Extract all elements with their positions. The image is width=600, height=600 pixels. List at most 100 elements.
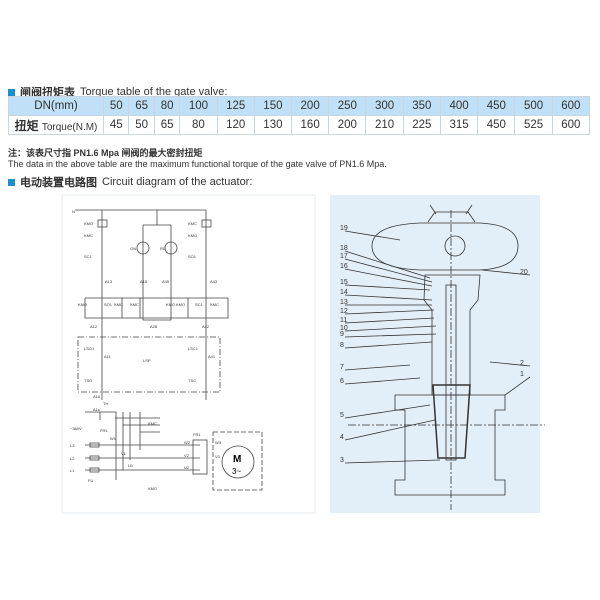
part-number-label: 11 xyxy=(340,317,347,324)
torque-header: 扭矩 Torque(N.M) xyxy=(8,115,104,135)
circuit-label: RD xyxy=(160,246,166,251)
circuit-label: U1 xyxy=(128,463,134,468)
circuit-label: L2 xyxy=(70,456,75,461)
title-cn: 电动装置电路图 xyxy=(20,177,97,189)
circuit-label: SO1 xyxy=(104,302,113,307)
part-number-label: 2 xyxy=(520,360,524,367)
dn-header: DN(mm) xyxy=(8,96,104,116)
circuit-label: FU xyxy=(88,478,93,483)
circuit-label: LSO1 xyxy=(84,346,95,351)
circuit-label: GN xyxy=(130,246,136,251)
motor-phase-label: 3~ xyxy=(232,467,241,476)
title-en: Circuit diagram of the actuator: xyxy=(102,176,253,188)
circuit-label: A11 xyxy=(104,354,112,359)
circuit-label: L1 xyxy=(70,468,75,473)
circuit-label: KMO xyxy=(84,221,93,226)
torque-cell: 525 xyxy=(514,115,553,135)
circuit-section-title: 电动装置电路图 Circuit diagram of the actuator: xyxy=(8,174,252,190)
torque-cell: 315 xyxy=(439,115,479,135)
torque-cell: 80 xyxy=(179,115,218,135)
torque-cell: 210 xyxy=(365,115,404,135)
part-number-label: 16 xyxy=(340,263,348,270)
torque-cell: 65 xyxy=(153,115,181,135)
dn-cell: 350 xyxy=(402,96,441,116)
torque-cell: 130 xyxy=(253,115,293,135)
torque-label-en: Torque(N.M) xyxy=(41,121,98,133)
torque-cell: 600 xyxy=(551,115,591,135)
part-number-label: 9 xyxy=(340,331,344,338)
dn-cell: 80 xyxy=(153,96,181,116)
circuit-label: SC1 xyxy=(84,254,93,259)
circuit-label: N xyxy=(72,209,75,214)
circuit-label: KMC xyxy=(130,302,139,307)
circuit-label: FR1 xyxy=(193,432,201,437)
torque-cell: 200 xyxy=(328,115,367,135)
dn-cell: 400 xyxy=(439,96,479,116)
circuit-label: KMC xyxy=(84,233,93,238)
circuit-label: TSC xyxy=(188,378,196,383)
circuit-label: KMO xyxy=(176,302,185,307)
circuit-label: U2 xyxy=(184,465,190,470)
valve-diagram xyxy=(344,204,545,510)
circuit-label: KMO xyxy=(148,486,157,491)
part-number-label: 8 xyxy=(340,342,344,349)
torque-cell: 160 xyxy=(291,115,330,135)
circuit-label: TSO xyxy=(84,378,92,383)
circuit-label: A45 xyxy=(162,279,170,284)
circuit-label: LSP xyxy=(143,358,151,363)
circuit-label: L3 xyxy=(70,443,75,448)
part-number-label: 7 xyxy=(340,364,344,371)
bullet-square-icon xyxy=(8,178,15,186)
circuit-label: A41 xyxy=(208,354,216,359)
dn-cell: 65 xyxy=(128,96,155,116)
circuit-label: KMC xyxy=(188,221,197,226)
circuit-label: TH xyxy=(103,401,108,406)
dn-cell: 150 xyxy=(253,96,293,116)
part-number-label: 1 xyxy=(520,371,524,378)
circuit-label: KMO xyxy=(188,233,197,238)
torque-label-cn: 扭矩 xyxy=(14,118,39,133)
title-en: Torque table of the gate valve: xyxy=(80,86,228,98)
valve-panel xyxy=(330,195,540,513)
part-number-label: 5 xyxy=(340,412,344,419)
part-number-label: 14 xyxy=(340,289,348,296)
part-number-label: 18 xyxy=(340,245,348,252)
bullet-square-icon xyxy=(8,88,15,96)
circuit-label: A12 xyxy=(90,324,98,329)
circuit-label: SC1 xyxy=(195,302,204,307)
circuit-label: A1s xyxy=(93,407,100,412)
dn-cell: 100 xyxy=(179,96,218,116)
circuit-label: A13 xyxy=(105,279,113,284)
circuit-label: W2 xyxy=(184,440,191,445)
circuit-label: W1 xyxy=(110,436,117,441)
note-en: The data in the above table are the maxi… xyxy=(8,159,387,169)
circuit-label: A42 xyxy=(202,324,210,329)
circuit-panel xyxy=(61,194,316,514)
circuit-label: SO1 xyxy=(188,254,197,259)
part-number-label: 3 xyxy=(340,457,344,464)
note-cn: 注：该表尺寸指 PN1.6 Mpa 闸阀的最大密封扭矩 xyxy=(8,148,203,158)
circuit-label: ~380V xyxy=(70,426,82,431)
part-number-label: 17 xyxy=(340,253,348,260)
torque-cell: 50 xyxy=(128,115,155,135)
dn-cell: 450 xyxy=(477,96,516,116)
circuit-label: KMO xyxy=(166,302,175,307)
torque-cell: 450 xyxy=(477,115,516,135)
part-number-label: 4 xyxy=(340,434,344,441)
circuit-label: A15 xyxy=(140,279,148,284)
part-number-label: 10 xyxy=(340,325,348,332)
circuit-label: A28 xyxy=(150,324,158,329)
circuit-label: A43 xyxy=(210,279,218,284)
circuit-label: LSC1 xyxy=(188,346,199,351)
part-number-label: 20 xyxy=(520,269,528,276)
circuit-label: FR1 xyxy=(100,428,108,433)
circuit-label: KMC xyxy=(210,302,219,307)
circuit-label: A16 xyxy=(93,394,101,399)
part-number-label: 12 xyxy=(340,308,348,315)
part-number-label: 19 xyxy=(340,225,348,232)
circuit-label: V2 xyxy=(184,453,190,458)
part-number-label: 15 xyxy=(340,279,348,286)
